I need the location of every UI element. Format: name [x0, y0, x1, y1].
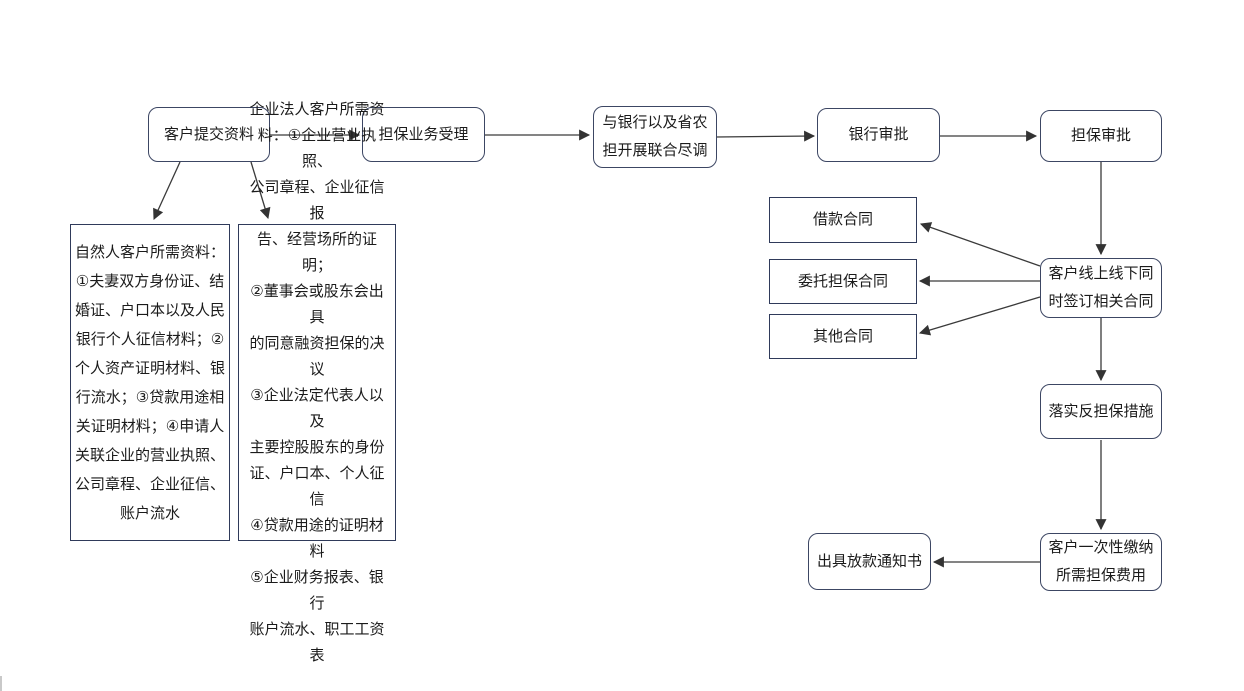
node-loan-notice: 出具放款通知书 [808, 533, 931, 590]
flow-arrow [919, 222, 1041, 267]
node-bank-approval: 银行审批 [817, 108, 940, 162]
node-joint-due-diligence: 与银行以及省农 担开展联合尽调 [593, 106, 717, 168]
node-enterprise-docs: 企业法人客户所需资 料：①企业营业执照、 公司章程、企业征信报 告、经营场所的证… [238, 101, 396, 664]
flow-arrow [715, 130, 816, 142]
node-customer-submit: 客户提交资料 [148, 107, 270, 162]
node-sign-contracts: 客户线上线下同 时签订相关合同 [1040, 258, 1162, 318]
flow-arrow [250, 161, 271, 220]
node-counter-guarantee: 落实反担保措施 [1040, 384, 1162, 439]
flow-arrow [153, 161, 181, 221]
node-guarantee-approval: 担保审批 [1040, 110, 1162, 162]
node-entrusted-guarantee-contract: 委托担保合同 [769, 259, 917, 304]
node-natural-person-docs: 自然人客户所需资料： ①夫妻双方身份证、结 婚证、户口本以及人民 银行个人征信材… [70, 224, 230, 541]
left-edge-artifact [0, 676, 2, 691]
node-loan-contract: 借款合同 [769, 197, 917, 243]
flow-arrow [918, 296, 1041, 336]
node-other-contract: 其他合同 [769, 314, 917, 359]
node-pay-fee: 客户一次性缴纳 所需担保费用 [1040, 533, 1162, 591]
node-guarantee-acceptance: 担保业务受理 [362, 107, 485, 162]
